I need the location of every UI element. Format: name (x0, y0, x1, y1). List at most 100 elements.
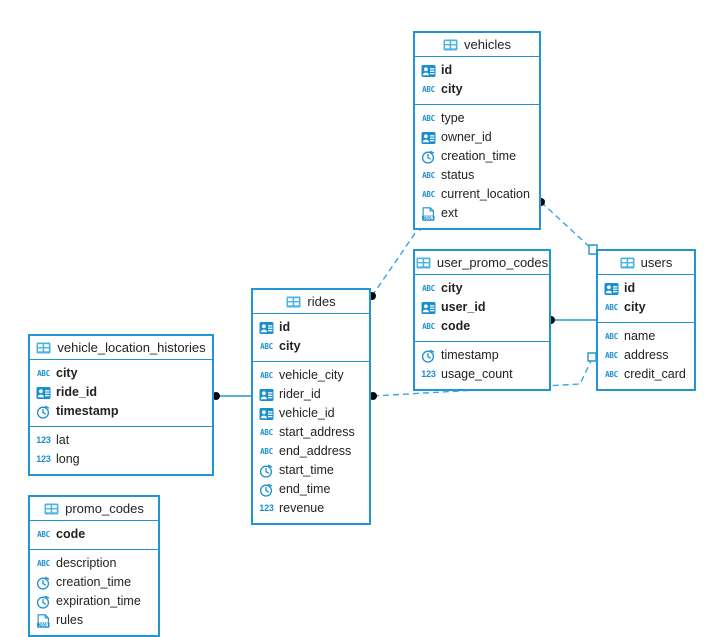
field-label: end_address (279, 444, 352, 459)
primary-key-row-city[interactable]: ABC city (415, 80, 539, 99)
field-label: start_address (279, 425, 355, 440)
clock-icon (36, 405, 51, 419)
field-label: usage_count (441, 367, 513, 382)
table-header-users[interactable]: users (598, 251, 694, 275)
table-name: vehicle_location_histories (57, 340, 206, 355)
table-grid-icon (620, 257, 635, 269)
field-label: address (624, 348, 669, 363)
table-header-promo_codes[interactable]: promo_codes (30, 497, 158, 521)
field-row-credit_card[interactable]: ABC credit_card (598, 365, 694, 384)
primary-key-row-id[interactable]: id (253, 318, 369, 337)
abc-type-icon: ABC (422, 113, 435, 123)
field-row-owner_id[interactable]: owner_id (415, 128, 539, 147)
field-label: code (56, 527, 86, 542)
clock-icon (259, 483, 274, 497)
id-card-icon (604, 282, 619, 296)
field-row-rules[interactable]: JSON rules (30, 611, 158, 630)
abc-type-icon: ABC (260, 427, 273, 437)
abc-type-icon: ABC (422, 84, 435, 94)
field-row-start_address[interactable]: ABC start_address (253, 423, 369, 442)
field-row-timestamp[interactable]: timestamp (415, 346, 549, 365)
field-row-lat[interactable]: 123 lat (30, 431, 212, 450)
table-header-rides[interactable]: rides (253, 290, 369, 314)
primary-key-row-user_id[interactable]: user_id (415, 298, 549, 317)
field-label: credit_card (624, 367, 686, 382)
field-label: city (441, 82, 463, 97)
field-row-type[interactable]: ABC type (415, 109, 539, 128)
abc-type-icon: ABC (605, 369, 618, 379)
table-header-vehicle_location_histories[interactable]: vehicle_location_histories (30, 336, 212, 360)
field-label: timestamp (441, 348, 499, 363)
field-label: ext (441, 206, 458, 221)
primary-key-row-id[interactable]: id (415, 61, 539, 80)
table-header-user_promo_codes[interactable]: user_promo_codes (415, 251, 549, 275)
field-row-ext[interactable]: JSON ext (415, 204, 539, 223)
field-row-address[interactable]: ABC address (598, 346, 694, 365)
field-label: current_location (441, 187, 530, 202)
id-card-icon (36, 386, 51, 400)
primary-key-row-ride_id[interactable]: ride_id (30, 383, 212, 402)
number-type-icon: 123 (259, 503, 274, 513)
table-grid-icon (44, 503, 59, 515)
id-card-icon (259, 321, 274, 335)
table-grid-icon (443, 39, 458, 51)
json-file-icon: JSON (421, 206, 436, 221)
field-label: city (279, 339, 301, 354)
field-label: city (624, 300, 646, 315)
field-label: type (441, 111, 465, 126)
primary-key-row-timestamp[interactable]: timestamp (30, 402, 212, 421)
field-row-rider_id[interactable]: rider_id (253, 385, 369, 404)
number-type-icon: 123 (36, 454, 51, 464)
field-label: rules (56, 613, 84, 628)
table-header-vehicles[interactable]: vehicles (415, 33, 539, 57)
json-file-icon: JSON (36, 613, 51, 628)
field-row-creation_time[interactable]: creation_time (30, 573, 158, 592)
field-label: name (624, 329, 656, 344)
abc-type-icon: ABC (260, 370, 273, 380)
abc-type-icon: ABC (605, 350, 618, 360)
number-type-icon: 123 (36, 435, 51, 445)
primary-key-row-id[interactable]: id (598, 279, 694, 298)
field-row-creation_time[interactable]: creation_time (415, 147, 539, 166)
id-card-icon (421, 64, 436, 78)
table-name: rides (307, 294, 336, 309)
field-label: timestamp (56, 404, 119, 419)
field-row-vehicle_id[interactable]: vehicle_id (253, 404, 369, 423)
field-label: ride_id (56, 385, 97, 400)
field-label: status (441, 168, 475, 183)
link-vehicles-users (537, 198, 598, 255)
abc-type-icon: ABC (422, 321, 435, 331)
field-row-expiration_time[interactable]: expiration_time (30, 592, 158, 611)
field-label: lat (56, 433, 70, 448)
field-row-end_time[interactable]: end_time (253, 480, 369, 499)
field-row-start_time[interactable]: start_time (253, 461, 369, 480)
abc-type-icon: ABC (37, 558, 50, 568)
